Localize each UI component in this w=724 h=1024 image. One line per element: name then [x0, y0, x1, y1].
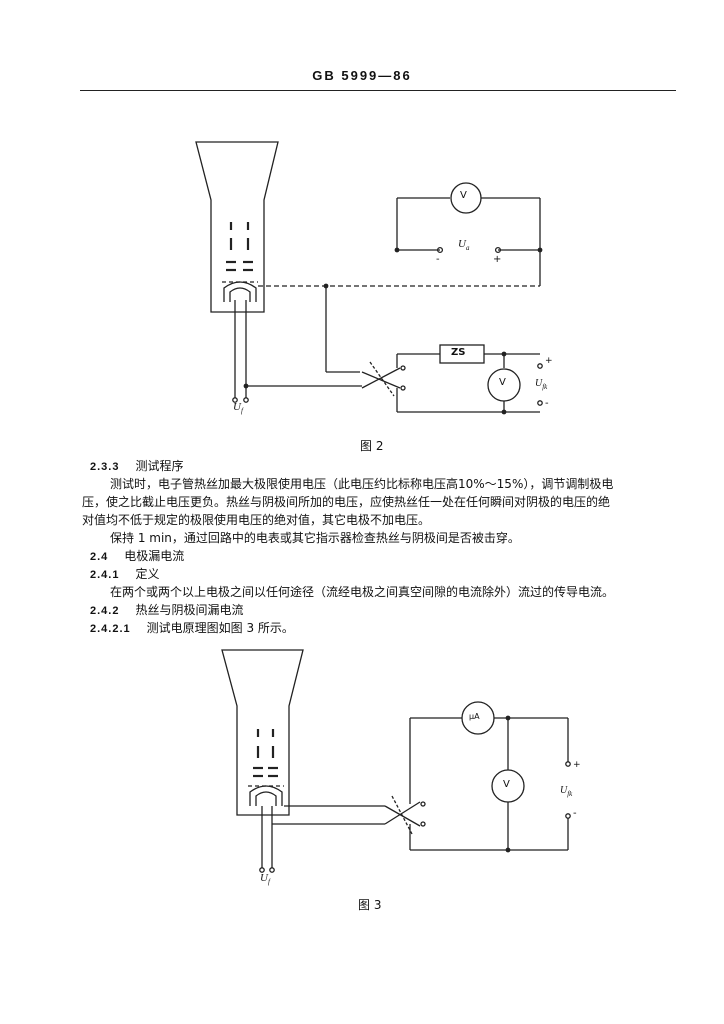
- voltmeter-bottom-label: V: [499, 377, 506, 388]
- minus-fig3: -: [573, 808, 577, 819]
- uf-fig3-label: Uf: [260, 872, 270, 887]
- zs-label: ZS: [451, 347, 466, 358]
- section-2-4-1-para: 在两个或两个以上电极之间以任何途径（流经电极之间真空间隙的电流除外）流过的传导电…: [110, 585, 615, 599]
- section-2-3-3-para1-line1: 测试时，电子管热丝加最大极限使用电压（此电压约比标称电压高10%～15%），调节…: [110, 477, 614, 491]
- ufk-label: Ufk: [535, 378, 548, 391]
- tube-heater: [229, 287, 251, 302]
- page-header-title: GB 5999—86: [312, 68, 412, 83]
- minus-top: -: [436, 254, 440, 265]
- voltmeter-fig3-label: V: [503, 779, 510, 790]
- figure-3-caption: 图 3: [358, 898, 382, 912]
- tube3-outline: [221, 649, 304, 816]
- tube3-heater: [255, 791, 277, 806]
- tube3-cathode: [249, 785, 283, 806]
- minus-bottom: -: [545, 398, 549, 409]
- section-2-3-3-para2: 保持 1 min，通过回路中的电表或其它指示器检查热丝与阴极间是否被击穿。: [110, 531, 520, 545]
- plus-fig3: +: [573, 760, 581, 770]
- ua-label: Ua: [458, 238, 470, 253]
- uf-label: Uf: [233, 401, 243, 416]
- header-rule: [80, 90, 676, 91]
- microammeter-label: μA: [469, 712, 480, 721]
- section-2-3-3-para1-line3: 对值均不低于规定的极限使用电压的绝对值，其它电极不加电压。: [82, 513, 431, 527]
- figure-2-caption: 图 2: [360, 439, 384, 453]
- ufk-fig3-label: Ufk: [560, 785, 573, 798]
- tube3-electrodes: [253, 729, 278, 778]
- plus-top: +: [493, 254, 502, 265]
- tube-electrodes: [226, 222, 253, 272]
- voltmeter-top-label: V: [460, 190, 467, 201]
- tube-cathode: [223, 281, 257, 302]
- tube-outline: [195, 141, 279, 313]
- plus-bottom: +: [545, 356, 553, 366]
- section-2-3-3-para1-line2: 压，使之比截止电压更负。热丝与阴极间所加的电压，应使热丝任一处在任何瞬间对阴极的…: [82, 495, 611, 509]
